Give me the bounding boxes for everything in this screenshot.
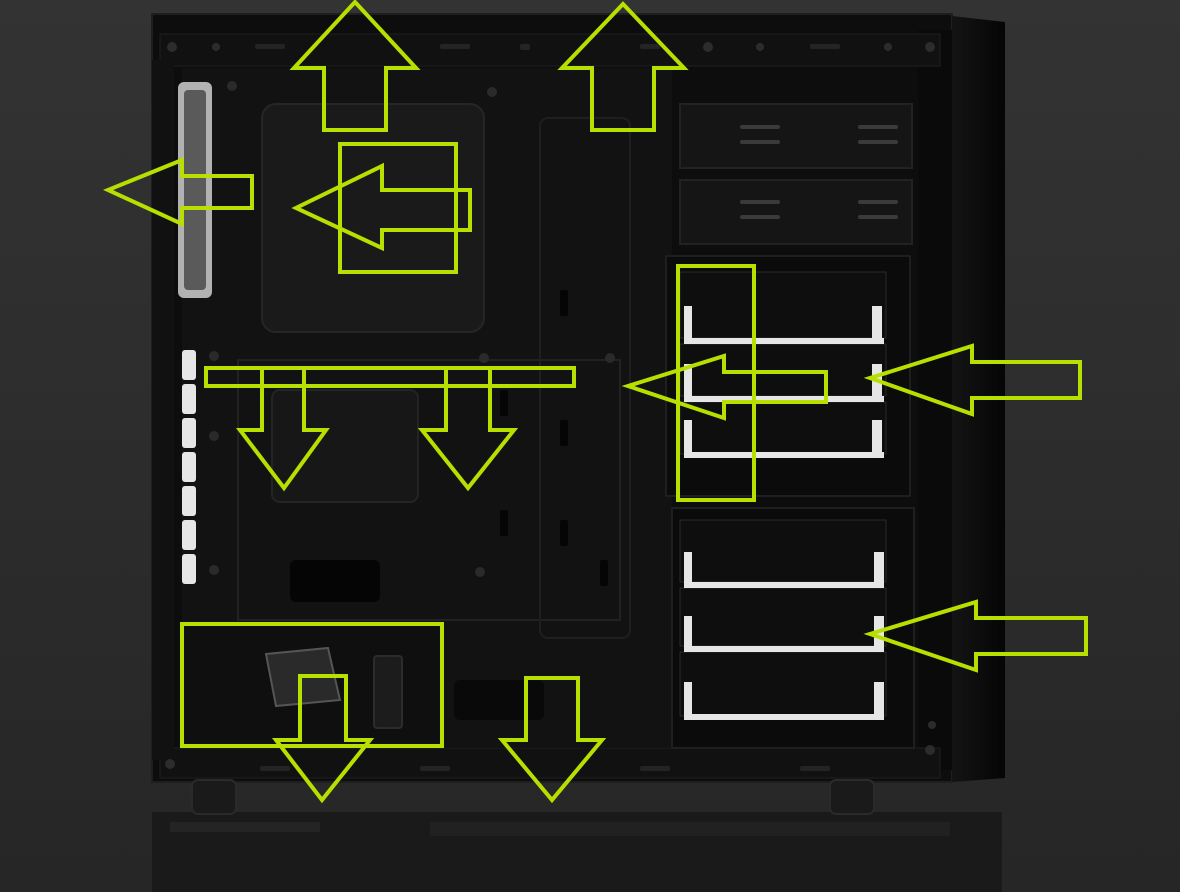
bottom-rail bbox=[159, 747, 941, 779]
upper-drive-cage bbox=[665, 255, 911, 497]
lower-drive-cage bbox=[671, 507, 915, 749]
gpu-right-down-arrow bbox=[417, 366, 519, 492]
bottom-fan-down-arrow bbox=[497, 676, 607, 804]
rear-edge bbox=[152, 60, 174, 760]
airflow-overlay bbox=[102, 0, 1088, 804]
case-body bbox=[151, 13, 1005, 815]
floor-reflection bbox=[152, 812, 1002, 892]
optical-bays bbox=[679, 103, 913, 245]
rear-exhaust-arrow bbox=[102, 157, 254, 228]
front-lower-intake-arrow bbox=[863, 599, 1088, 673]
rear-fan bbox=[178, 82, 212, 298]
cpu-cutout bbox=[261, 103, 485, 333]
psu-down-arrow bbox=[271, 674, 375, 804]
psu-zone bbox=[180, 622, 444, 748]
top-rail bbox=[159, 33, 941, 67]
cpu-zone bbox=[338, 142, 458, 274]
case-feet bbox=[191, 779, 875, 815]
gpu-left-down-arrow bbox=[235, 366, 330, 492]
gpu-bar-zone bbox=[204, 366, 576, 388]
front-upper-intake-arrow bbox=[863, 343, 1082, 417]
top-right-exhaust-arrow bbox=[557, 1, 689, 132]
drive-cage-zone bbox=[676, 264, 756, 502]
expansion-slot-covers bbox=[182, 350, 196, 584]
top-left-exhaust-arrow bbox=[289, 0, 421, 132]
